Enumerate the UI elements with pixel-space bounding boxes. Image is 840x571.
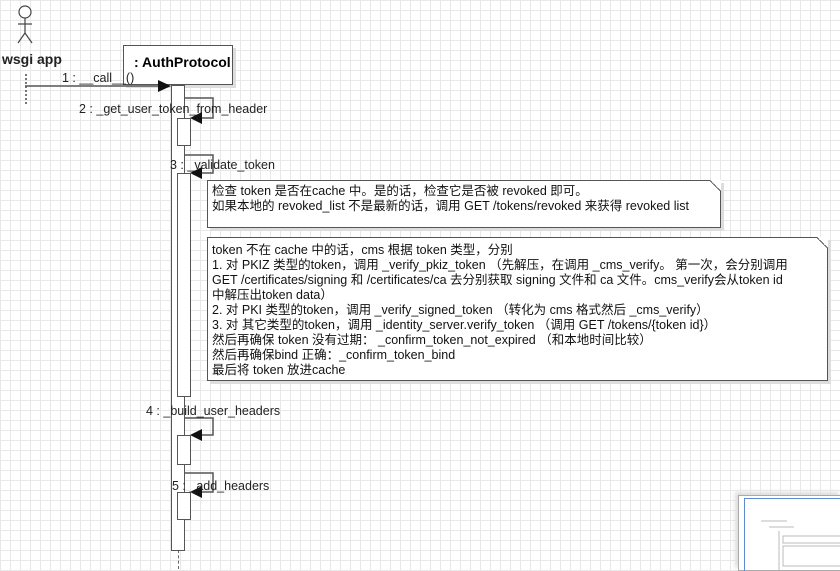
note-line: 中解压出token data） bbox=[212, 288, 333, 302]
activation-3[interactable] bbox=[177, 173, 191, 397]
activation-2[interactable] bbox=[177, 118, 191, 146]
message-2-label[interactable]: 2 : _get_user_token_from_header bbox=[79, 102, 268, 116]
minimap-viewport[interactable] bbox=[744, 498, 840, 571]
note-line: 2. 对 PKI 类型的token，调用 _verify_signed_toke… bbox=[212, 303, 709, 317]
actor-label: wsgi app bbox=[2, 51, 62, 67]
message-3-label[interactable]: 3 : _validate_token bbox=[170, 158, 275, 172]
note-line: 3. 对 其它类型的token，调用 _identity_server.veri… bbox=[212, 318, 717, 332]
activation-4[interactable] bbox=[177, 435, 191, 465]
note-line: GET /certificates/signing 和 /certificate… bbox=[212, 273, 783, 287]
note-line: 然后再确保bind 正确：_confirm_token_bind bbox=[212, 348, 456, 362]
note-line: 如果本地的 revoked_list 不是最新的话，调用 GET /tokens… bbox=[212, 199, 689, 213]
message-1-label[interactable]: 1 : __call__() bbox=[62, 71, 135, 85]
note-line: 最后将 token 放进cache bbox=[212, 363, 346, 377]
object-lifeline bbox=[178, 550, 179, 569]
note-token-verify[interactable]: token 不在 cache 中的话，cms 根据 token 类型，分别 1.… bbox=[207, 237, 828, 381]
actor-icon[interactable] bbox=[14, 3, 38, 45]
object-authprotocol[interactable]: : AuthProtocol bbox=[123, 45, 233, 85]
note-line: 1. 对 PKIZ 类型的token，调用 _verify_pkiz_token… bbox=[212, 258, 788, 272]
object-label: : AuthProtocol bbox=[134, 54, 231, 70]
message-4-label[interactable]: 4 : _build_user_headers bbox=[146, 404, 281, 418]
note-cache-check[interactable]: 检查 token 是否在cache 中。是的话，检查它是否被 revoked 即… bbox=[207, 180, 721, 228]
activation-5[interactable] bbox=[177, 492, 191, 520]
actor-lifeline bbox=[25, 74, 27, 104]
note-line: 检查 token 是否在cache 中。是的话，检查它是否被 revoked 即… bbox=[212, 184, 588, 198]
note-line: token 不在 cache 中的话，cms 根据 token 类型，分别 bbox=[212, 243, 513, 257]
minimap[interactable] bbox=[738, 495, 840, 571]
arrowhead-icon bbox=[158, 80, 171, 92]
message-5-label[interactable]: 5 : _add_headers bbox=[172, 479, 270, 493]
note-line: 然后再确保 token 没有过期： _confirm_token_not_exp… bbox=[212, 333, 652, 347]
minimap-preview bbox=[761, 520, 840, 570]
